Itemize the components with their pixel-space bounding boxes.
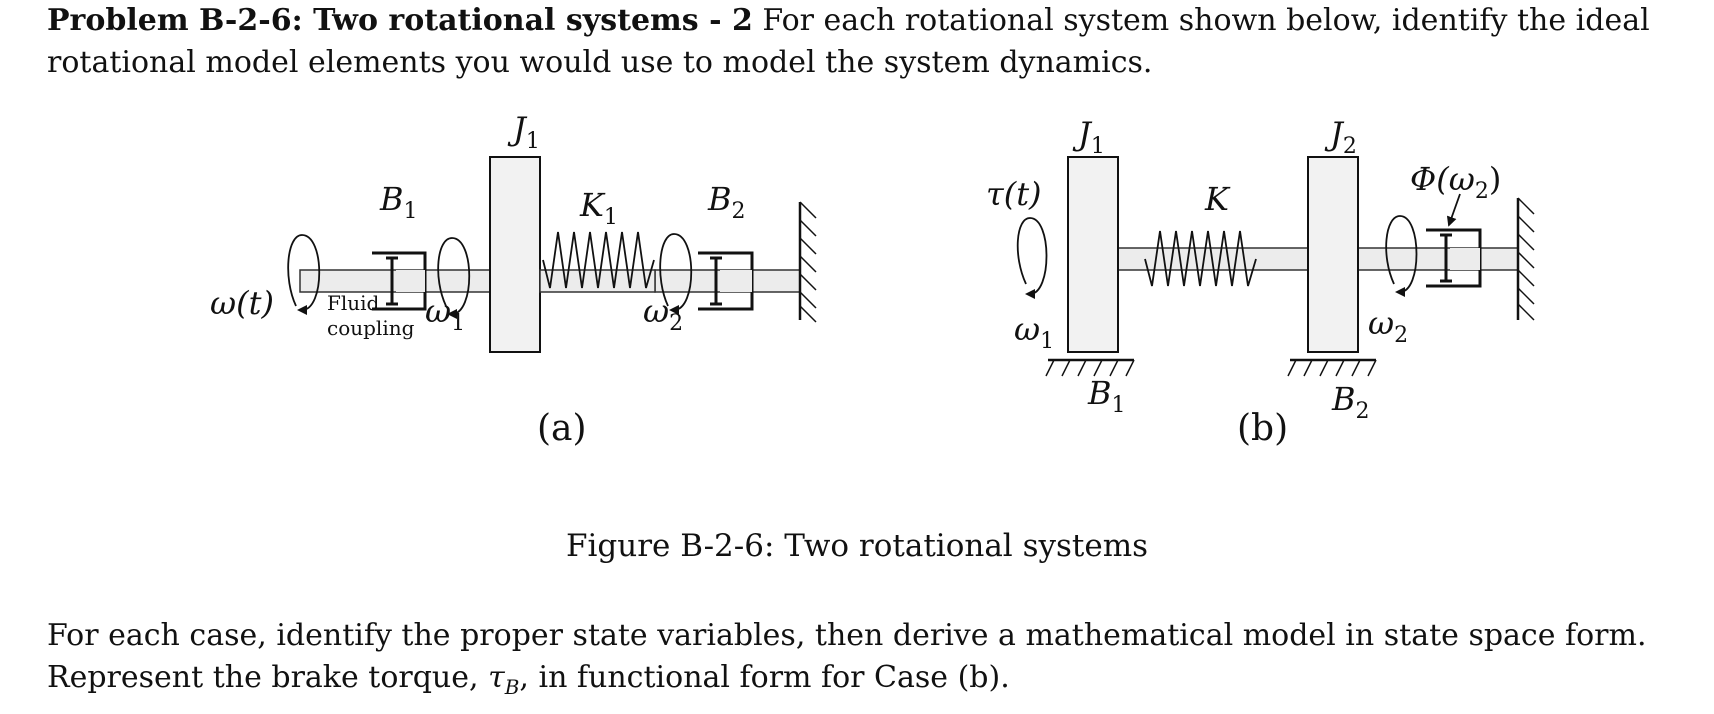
bearing-hatch-b1	[1045, 359, 1135, 377]
spring-k-b	[1144, 230, 1257, 287]
label-omega1-b: ω1	[1014, 310, 1054, 354]
panel-b: J1 J2 K τ(t) ω1 ω2 B1 B2 Φ(ω2) (b)	[986, 115, 1535, 449]
label-brake-phi: Φ(ω2)	[1410, 160, 1501, 204]
label-b1-b: B1	[1087, 374, 1126, 418]
problem-heading: Problem B-2-6: Two rotational systems - …	[47, 3, 753, 38]
label-b1-a: B1	[379, 180, 418, 224]
label-b2-a: B2	[707, 180, 746, 224]
label-j1-a: J1	[507, 110, 540, 154]
label-k-b: K	[1204, 180, 1231, 218]
problem-statement: Problem B-2-6: Two rotational systems - …	[47, 0, 1687, 84]
panel-label-b: (b)	[1237, 408, 1288, 449]
inertia-j1	[489, 156, 541, 353]
inertia-j2-b	[1307, 156, 1359, 353]
label-omega-t: ω(t)	[210, 284, 274, 322]
panel-label-a: (a)	[537, 408, 587, 449]
label-omega1-a: ω1	[425, 292, 465, 336]
inertia-j1-b	[1067, 156, 1119, 353]
closing-instruction: For each case, identify the proper state…	[47, 615, 1687, 708]
label-k1-a: K1	[579, 186, 618, 230]
bearing-hatch-b2	[1287, 359, 1377, 377]
panel-a: J1 B1 K1 B2 ω(t) ω1 ω2 Fluid coupling (a…	[210, 110, 817, 449]
label-b2-b: B2	[1331, 380, 1370, 424]
closing-text-2: , in functional form for Case (b).	[519, 660, 1010, 695]
omega2-rotation-arrow-b	[1385, 215, 1418, 297]
brake-torque-symbol: τB	[488, 660, 520, 699]
figure-caption: Figure B-2-6: Two rotational systems	[565, 528, 1149, 564]
label-coupling: coupling	[327, 316, 415, 340]
label-j1-b: J1	[1072, 115, 1105, 159]
omega2-rotation-arrow	[659, 233, 693, 315]
label-omega2-b: ω2	[1368, 304, 1408, 348]
damper-b2	[698, 251, 754, 311]
ground-hatch-b	[1517, 197, 1535, 321]
label-fluid: Fluid	[327, 291, 380, 315]
omega1-rotation-arrow	[437, 237, 471, 319]
shaft-b-right	[1357, 247, 1519, 271]
damper-b1	[372, 251, 427, 311]
label-omega2-a: ω2	[643, 292, 683, 336]
torque-rotation-arrow	[1016, 217, 1048, 299]
brake-pointer	[1446, 193, 1461, 227]
input-shaft	[299, 269, 491, 293]
spring-k1	[542, 231, 655, 289]
label-tau-t: τ(t)	[986, 175, 1042, 213]
closing-text-1: For each case, identify the proper state…	[47, 618, 1647, 695]
label-j2-b: J2	[1324, 115, 1357, 159]
rotational-systems-figure: J1 B1 K1 B2 ω(t) ω1 ω2 Fluid coupling (a…	[210, 110, 1535, 449]
problem-intro: For each rotational system shown below, …	[47, 3, 1650, 80]
input-rotation-arrow	[287, 234, 321, 315]
ground-hatch-a	[799, 201, 817, 323]
brake-damper	[1426, 228, 1482, 288]
